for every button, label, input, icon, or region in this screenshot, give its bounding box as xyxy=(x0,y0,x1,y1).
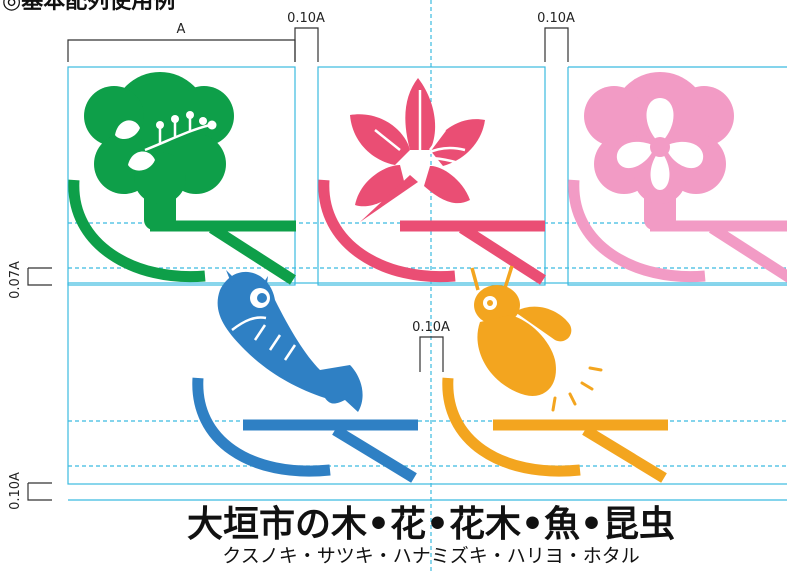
camphor-tree-icon xyxy=(68,72,296,285)
dim-label-gap-top-2: 0.10A xyxy=(537,11,575,26)
guide-lines xyxy=(67,0,787,572)
dim-label-a: A xyxy=(177,22,186,37)
azalea-flower-icon xyxy=(318,78,546,285)
title-main: 大垣市の木•花•花木•魚•昆虫 xyxy=(187,504,675,545)
dim-label-gap-middle: 0.10A xyxy=(412,320,450,335)
dim-label-bottom-gap: 0.10A xyxy=(8,472,23,510)
dim-label-row-gap: 0.07A xyxy=(8,261,23,299)
firefly-icon xyxy=(442,265,668,483)
dogwood-tree-icon xyxy=(568,72,787,283)
stickleback-fish-icon xyxy=(192,270,418,483)
dimension-marks xyxy=(27,27,569,501)
title-sub: クスノキ・サツキ・ハナミズキ・ハリヨ・ホタル xyxy=(222,545,639,567)
dim-label-gap-top-1: 0.10A xyxy=(287,11,325,26)
header-text: ◎基本配列使用例 xyxy=(2,0,175,14)
